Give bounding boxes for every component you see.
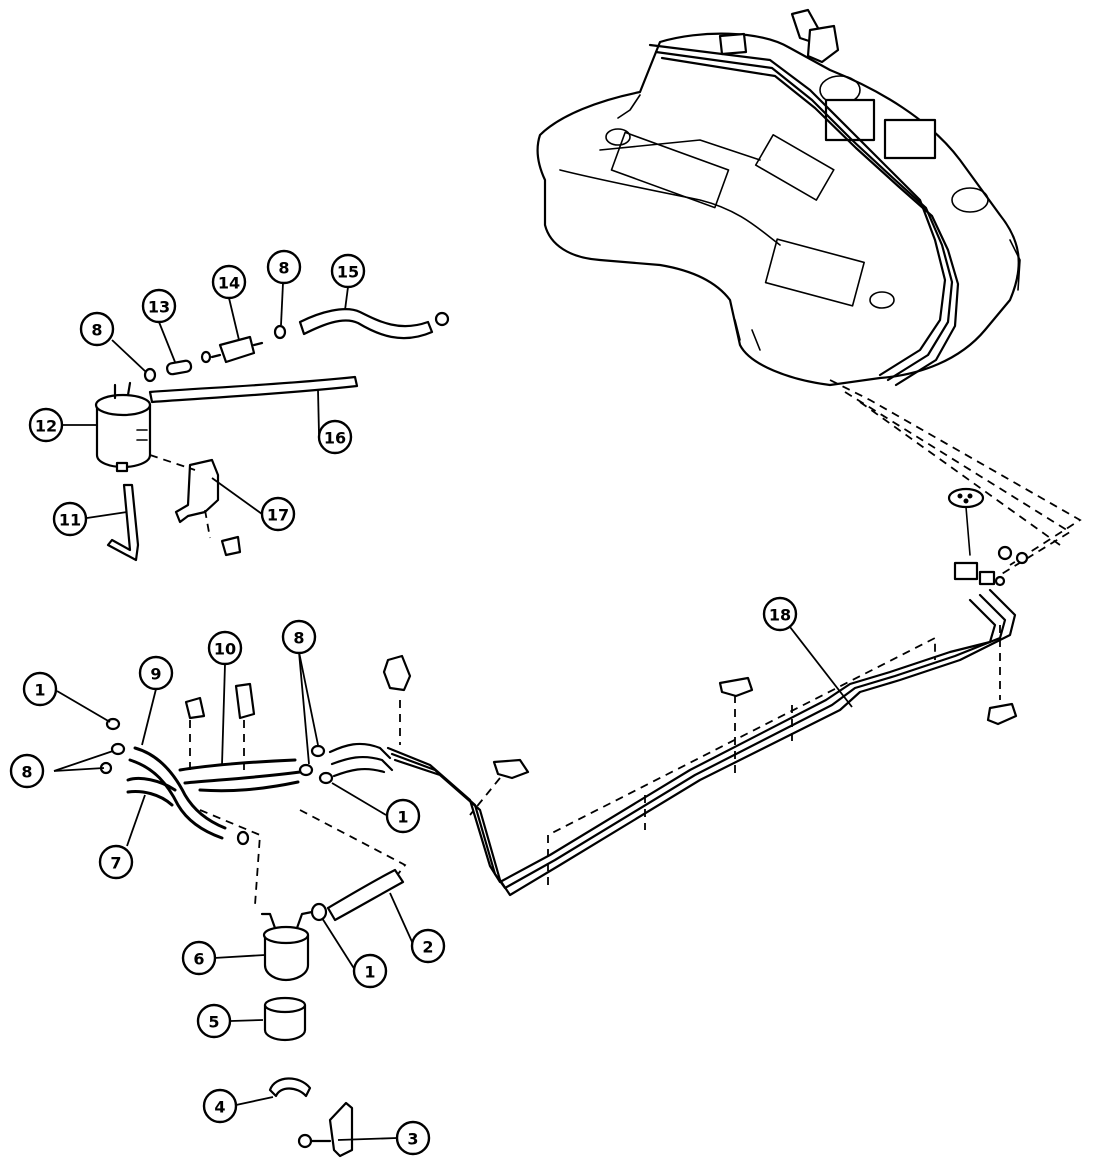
hose-7 [126,776,177,807]
clamp-8-canister [143,367,157,383]
svg-text:13: 13 [148,298,170,317]
callout-8-top: 8 [266,249,302,285]
hose-16 [148,375,359,404]
callout-13: 13 [141,288,177,324]
fuel-tank [536,8,1021,387]
clamp-8-top [273,324,287,340]
clamp-1-near-filter [310,902,328,922]
svg-text:3: 3 [407,1130,418,1149]
filter-band [268,1077,312,1098]
callout-1-right: 1 [385,798,421,834]
svg-text:1: 1 [397,808,408,827]
callout-8-canister: 8 [79,311,115,347]
callout-17: 17 [260,496,296,532]
callout-18: 18 [762,596,798,632]
svg-text:8: 8 [293,629,304,648]
hose-11 [106,483,140,562]
leader-lines [53,282,853,1141]
svg-text:1: 1 [364,963,375,982]
svg-text:8: 8 [91,321,102,340]
svg-text:8: 8 [21,763,32,782]
check-valve [210,335,264,364]
svg-text:14: 14 [218,274,240,293]
callout-9: 9 [138,655,174,691]
callout-6: 6 [181,940,217,976]
svg-text:4: 4 [214,1098,225,1117]
callout-15: 15 [330,253,366,289]
fuel-filter [260,910,314,982]
hose-15 [298,308,434,340]
svg-text:10: 10 [214,640,236,659]
callout-4: 4 [202,1088,238,1124]
line-clips [382,654,1018,780]
hose-13 [166,359,193,376]
callout-16: 16 [317,419,353,455]
callout-2: 2 [410,928,446,964]
grommet [947,487,985,556]
callout-10: 10 [207,630,243,666]
hose-9 [128,746,227,840]
hose-2 [326,868,405,922]
callout-1-top-left: 1 [22,671,58,707]
callout-14: 14 [211,264,247,300]
callout-8-left: 8 [9,753,45,789]
svg-text:7: 7 [110,854,121,873]
svg-text:18: 18 [769,606,791,625]
svg-text:5: 5 [208,1013,219,1032]
hose-clamps-left [99,682,334,846]
charcoal-canister [94,381,152,473]
callout-3: 3 [395,1120,431,1156]
canister-bracket [149,454,242,557]
svg-text:16: 16 [324,429,346,448]
filter-bracket [297,1101,354,1158]
line-connectors [328,742,394,778]
svg-text:6: 6 [193,950,204,969]
svg-text:9: 9 [150,665,161,684]
svg-text:17: 17 [267,506,289,525]
svg-text:11: 11 [59,511,81,530]
callout-8-middle: 8 [281,619,317,655]
svg-text:15: 15 [337,263,359,282]
callout-12: 12 [28,407,64,443]
callout-7: 7 [98,844,134,880]
hose-10 [178,758,302,793]
callout-5: 5 [196,1003,232,1039]
fuel-line-assembly [386,588,1017,897]
svg-text:1: 1 [34,681,45,700]
tank-connector-cluster [953,545,1029,587]
callout-11: 11 [52,501,88,537]
svg-text:2: 2 [422,938,433,957]
callout-1-bottom: 1 [352,953,388,989]
svg-text:12: 12 [35,417,57,436]
tank-line-route-dashed [829,379,1082,566]
svg-text:8: 8 [278,259,289,278]
filter-cap [263,996,307,1042]
